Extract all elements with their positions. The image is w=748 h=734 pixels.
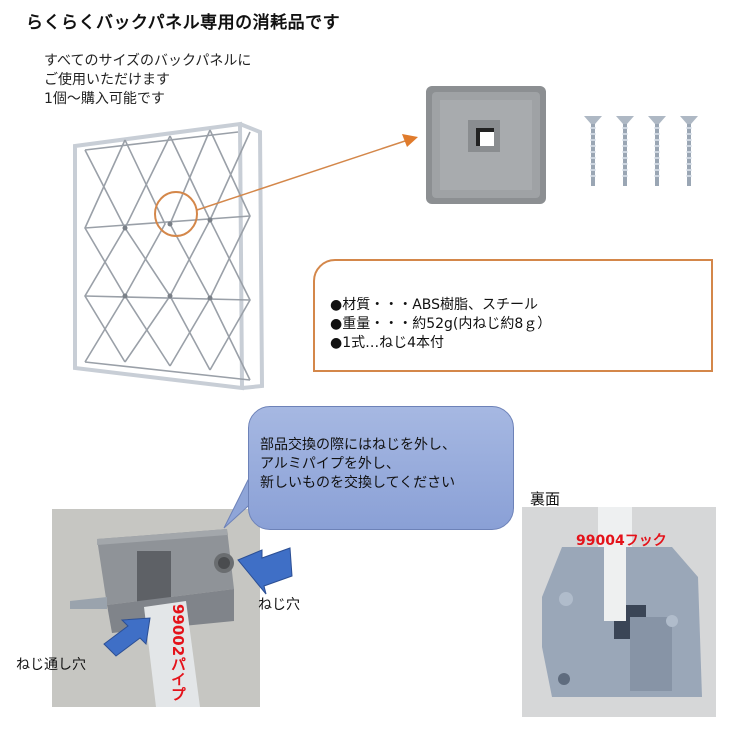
spec-set-contents: ●1式…ねじ4本付 <box>330 335 445 351</box>
callout-line: 部品交換の際にはねじを外し、 <box>260 437 456 453</box>
connector-part-image <box>426 86 546 204</box>
callout-line: アルミパイプを外し、 <box>260 456 400 472</box>
page-title: らくらくバックパネル専用の消耗品です <box>26 13 341 33</box>
arrow-head-icon <box>402 134 418 147</box>
spec-list: ●材質・・・ABS樹脂、スチール ●重量・・・約52g(内ねじ約8ｇ） ●1式…… <box>330 296 551 353</box>
pipe-label: 99002パイプ <box>169 604 187 702</box>
spec-weight: ●重量・・・約52g(内ねじ約8ｇ） <box>330 316 552 332</box>
callout-line: 新しいものを交換してください <box>260 475 456 491</box>
screw-icon <box>616 116 634 186</box>
intro-line: すべてのサイズのバックパネルに <box>44 53 252 69</box>
spec-box <box>313 259 713 372</box>
back-photo <box>522 507 716 717</box>
arrow-screw-hole-icon <box>237 547 293 595</box>
intro-line: 1個〜購入可能です <box>44 91 165 107</box>
screw-icon <box>680 116 698 186</box>
intro-line: ご使用いただけます <box>44 72 170 88</box>
screw-hole-label: ねじ穴 <box>258 597 300 613</box>
screw-through-hole-label: ねじ通し穴 <box>16 657 86 673</box>
screw-icon <box>584 116 602 186</box>
arrow-screw-through-hole-icon <box>103 617 151 657</box>
hook-label: 99004フック <box>576 533 667 549</box>
back-side-heading: 裏面 <box>530 490 561 508</box>
screws-image <box>584 116 698 186</box>
screw-icon <box>648 116 666 186</box>
callout-text: 部品交換の際にはねじを外し、 アルミパイプを外し、 新しいものを交換してください <box>260 436 456 493</box>
callout-bubble <box>248 406 514 530</box>
back-panel-frame-image <box>73 121 265 391</box>
spec-material: ●材質・・・ABS樹脂、スチール <box>330 297 539 313</box>
highlight-circle-icon <box>154 191 198 237</box>
intro-text: すべてのサイズのバックパネルに ご使用いただけます 1個〜購入可能です <box>44 52 251 109</box>
front-photo <box>52 509 260 707</box>
